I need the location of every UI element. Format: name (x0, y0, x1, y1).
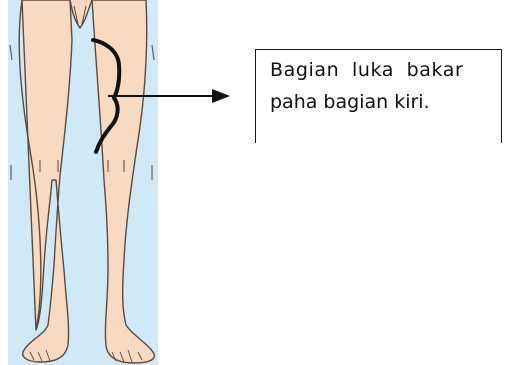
caption-line-2: paha bagian kiri. (270, 93, 501, 112)
caption-box: Bagian luka bakar paha bagian kiri. (255, 49, 502, 143)
caption-line-1: Bagian luka bakar (270, 61, 501, 80)
